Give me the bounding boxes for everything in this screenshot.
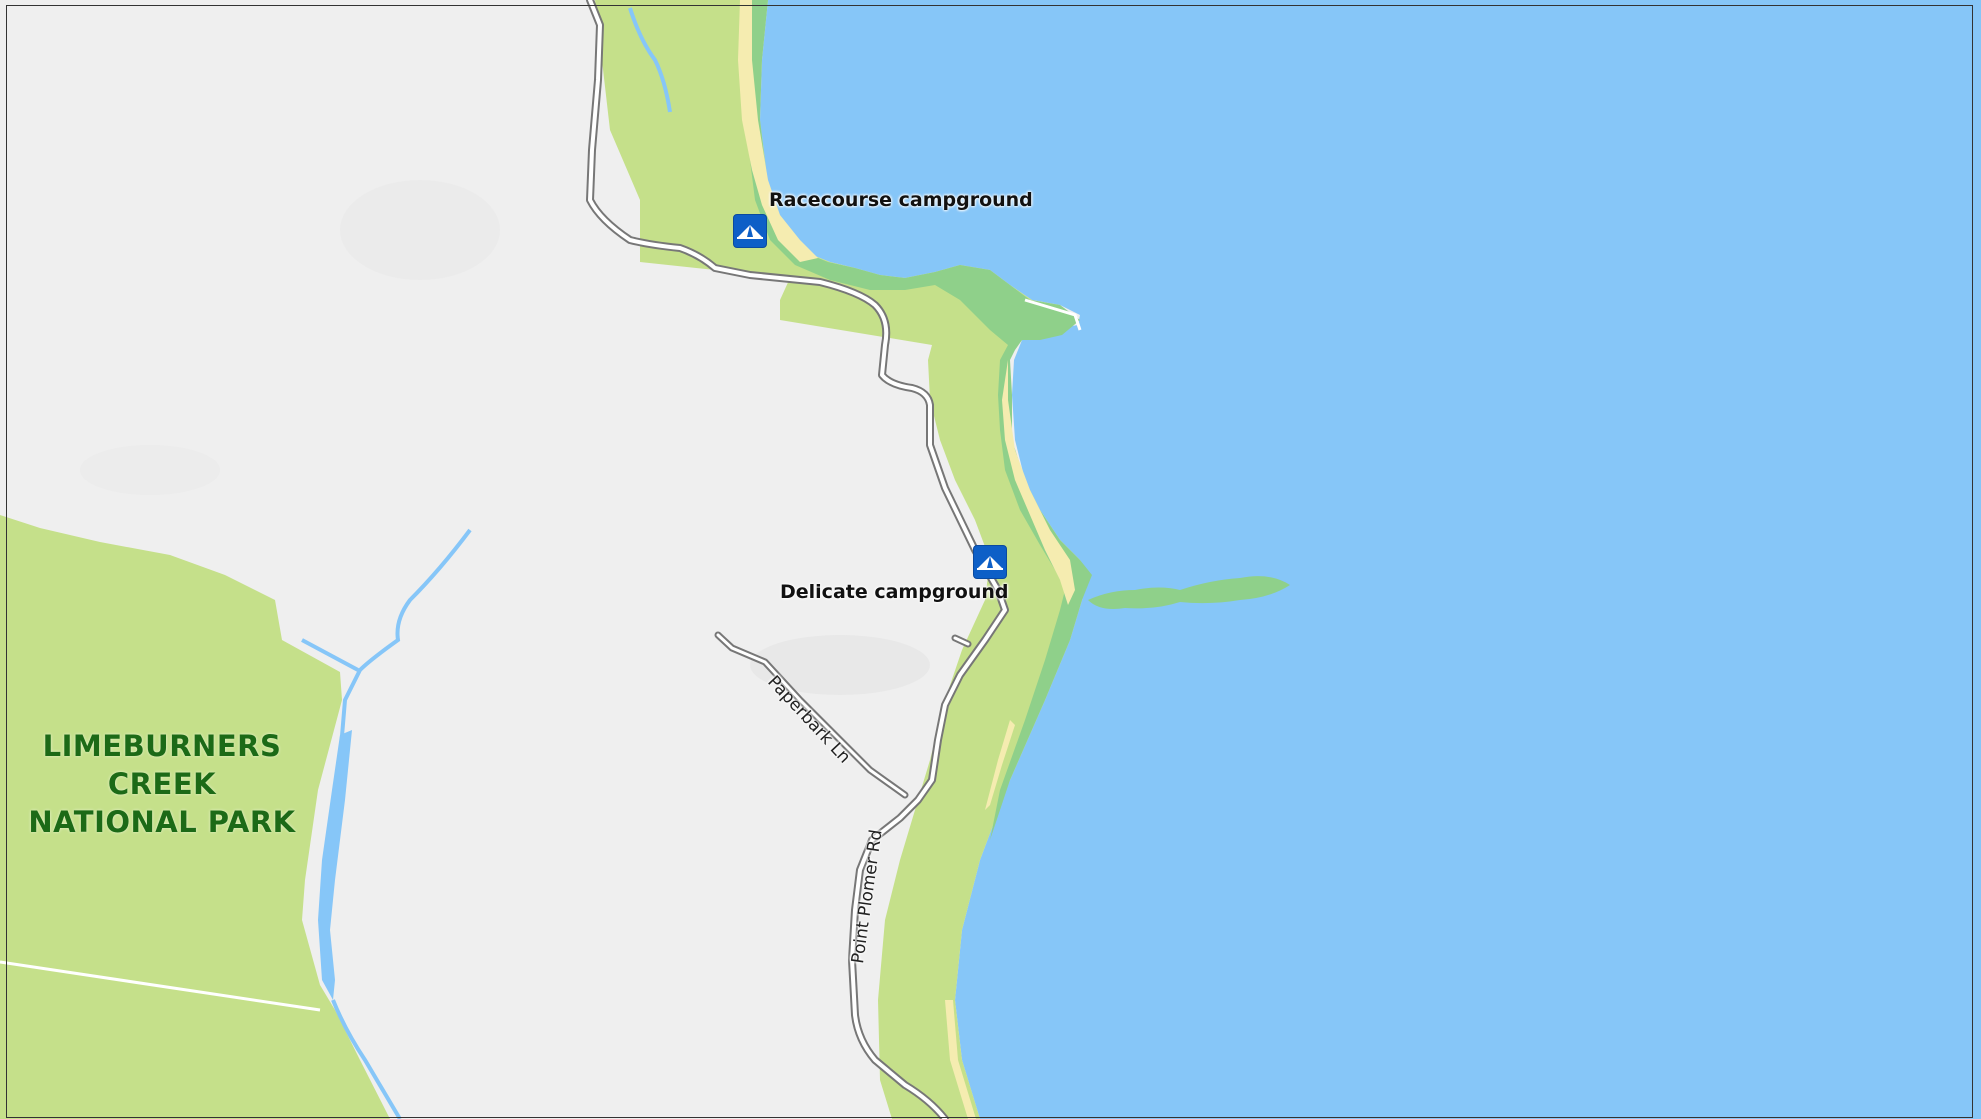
terrain-shade — [340, 180, 500, 280]
beach-sand — [985, 720, 1015, 810]
terrain-shade — [80, 445, 220, 495]
racecourse-campground-marker[interactable] — [733, 214, 767, 248]
road-spur[interactable] — [951, 634, 972, 648]
creek — [331, 999, 402, 1119]
national-park-area — [0, 515, 390, 1119]
road-paperbark-ln[interactable] — [714, 631, 909, 799]
beach-sand — [1002, 360, 1075, 605]
terrain-shade — [750, 635, 930, 695]
road-point-plomer-rd[interactable] — [586, 0, 1009, 1119]
beach-sand — [738, 0, 818, 262]
creek — [338, 528, 472, 761]
beach-sand — [945, 1000, 976, 1119]
reef — [1088, 576, 1290, 609]
tent-icon — [737, 225, 763, 239]
tent-icon — [977, 556, 1003, 570]
park-boundary — [0, 960, 321, 1012]
sand-spit — [1024, 298, 1082, 331]
delicate-campground-label[interactable]: Delicate campground — [780, 581, 1009, 603]
creek — [301, 638, 359, 672]
racecourse-campground-label[interactable]: Racecourse campground — [769, 189, 1033, 211]
delicate-campground-marker[interactable] — [973, 545, 1007, 579]
creek — [628, 7, 672, 113]
park-label: LIMEBURNERS CREEK NATIONAL PARK — [28, 729, 296, 839]
creek — [318, 730, 352, 1000]
ocean — [760, 0, 1981, 1119]
